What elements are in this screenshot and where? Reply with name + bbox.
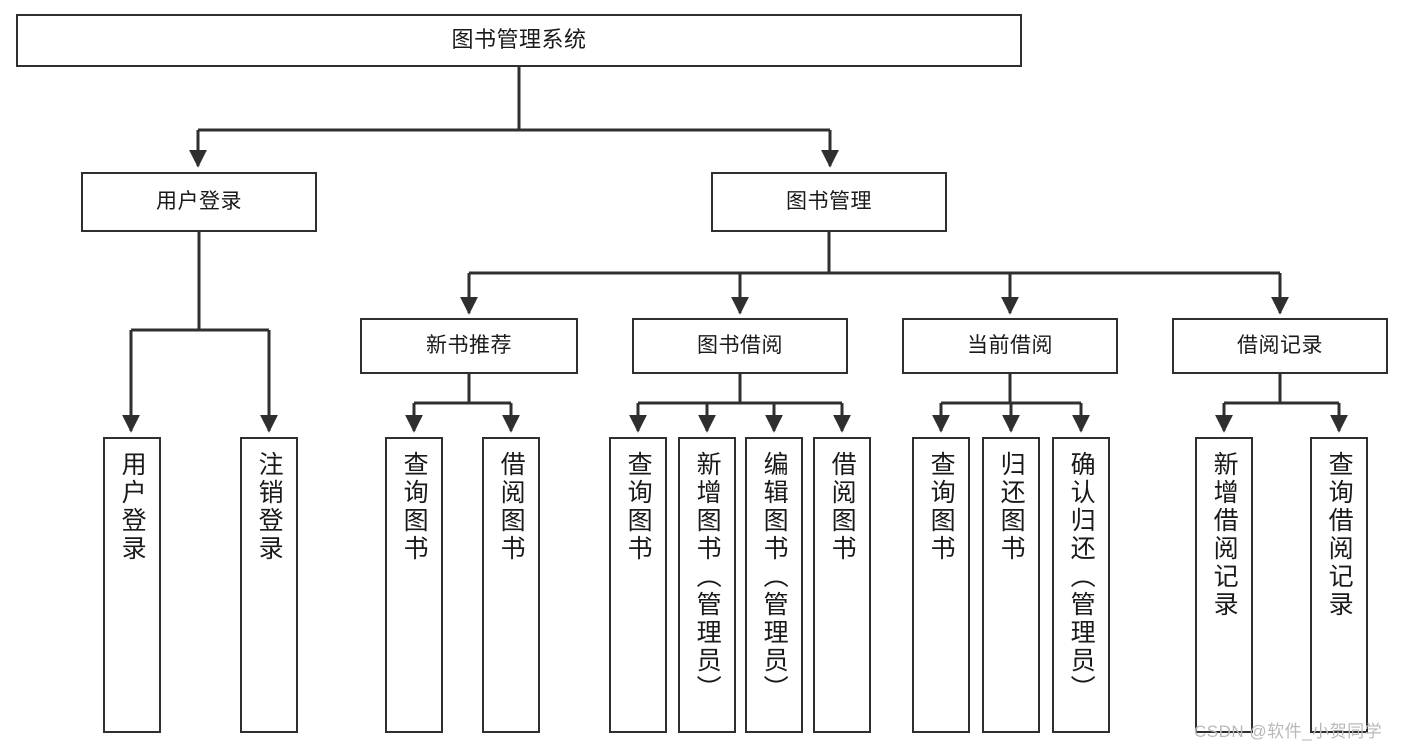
node-leaf-currentborrow-confirm-return[interactable]: 确认归还（管理员） xyxy=(1052,437,1110,733)
node-leaf-label: 查询图书 xyxy=(400,451,429,563)
node-leaf-currentborrow-query-book[interactable]: 查询图书 xyxy=(912,437,970,733)
node-leaf-label: 借阅图书 xyxy=(497,451,526,563)
node-leaf-label: 用户登录 xyxy=(118,451,147,563)
node-leaf-borrowrecord-add-record[interactable]: 新增借阅记录 xyxy=(1195,437,1253,733)
node-leaf-bookborrow-query-book[interactable]: 查询图书 xyxy=(609,437,667,733)
node-leaf-label: 查询图书 xyxy=(624,451,653,563)
node-leaf-newbook-query-book[interactable]: 查询图书 xyxy=(385,437,443,733)
node-leaf-label: 归还图书 xyxy=(997,451,1026,563)
node-root-label: 图书管理系统 xyxy=(451,27,587,53)
node-new-book-recommend[interactable]: 新书推荐 xyxy=(360,318,578,374)
node-leaf-newbook-borrow-book[interactable]: 借阅图书 xyxy=(482,437,540,733)
node-leaf-label: 注销登录 xyxy=(255,451,284,563)
node-user-login[interactable]: 用户登录 xyxy=(81,172,317,232)
node-book-management[interactable]: 图书管理 xyxy=(711,172,947,232)
node-leaf-label: 借阅图书 xyxy=(828,451,857,563)
node-current-borrow[interactable]: 当前借阅 xyxy=(902,318,1118,374)
node-leaf-label: 确认归还（管理员） xyxy=(1067,451,1096,703)
node-borrow-record-label: 借阅记录 xyxy=(1237,334,1323,358)
node-leaf-label: 新增图书（管理员） xyxy=(693,451,722,703)
csdn-watermark: CSDN @软件_小贺同学 xyxy=(1194,722,1383,741)
node-book-management-label: 图书管理 xyxy=(786,190,872,214)
node-root[interactable]: 图书管理系统 xyxy=(16,14,1022,67)
node-leaf-currentborrow-return-book[interactable]: 归还图书 xyxy=(982,437,1040,733)
node-leaf-label: 查询借阅记录 xyxy=(1325,451,1354,619)
node-book-borrow-label: 图书借阅 xyxy=(697,334,783,358)
node-current-borrow-label: 当前借阅 xyxy=(967,334,1053,358)
node-leaf-bookborrow-add-book[interactable]: 新增图书（管理员） xyxy=(678,437,736,733)
node-leaf-bookborrow-edit-book[interactable]: 编辑图书（管理员） xyxy=(745,437,803,733)
node-leaf-user-login-logout[interactable]: 注销登录 xyxy=(240,437,298,733)
node-leaf-user-login-login[interactable]: 用户登录 xyxy=(103,437,161,733)
node-book-borrow[interactable]: 图书借阅 xyxy=(632,318,848,374)
node-leaf-borrowrecord-query-record[interactable]: 查询借阅记录 xyxy=(1310,437,1368,733)
node-leaf-label: 编辑图书（管理员） xyxy=(760,451,789,703)
node-user-login-label: 用户登录 xyxy=(156,190,242,214)
node-borrow-record[interactable]: 借阅记录 xyxy=(1172,318,1388,374)
node-new-book-recommend-label: 新书推荐 xyxy=(426,334,512,358)
node-leaf-label: 查询图书 xyxy=(927,451,956,563)
node-leaf-bookborrow-borrow-book[interactable]: 借阅图书 xyxy=(813,437,871,733)
node-leaf-label: 新增借阅记录 xyxy=(1210,451,1239,619)
